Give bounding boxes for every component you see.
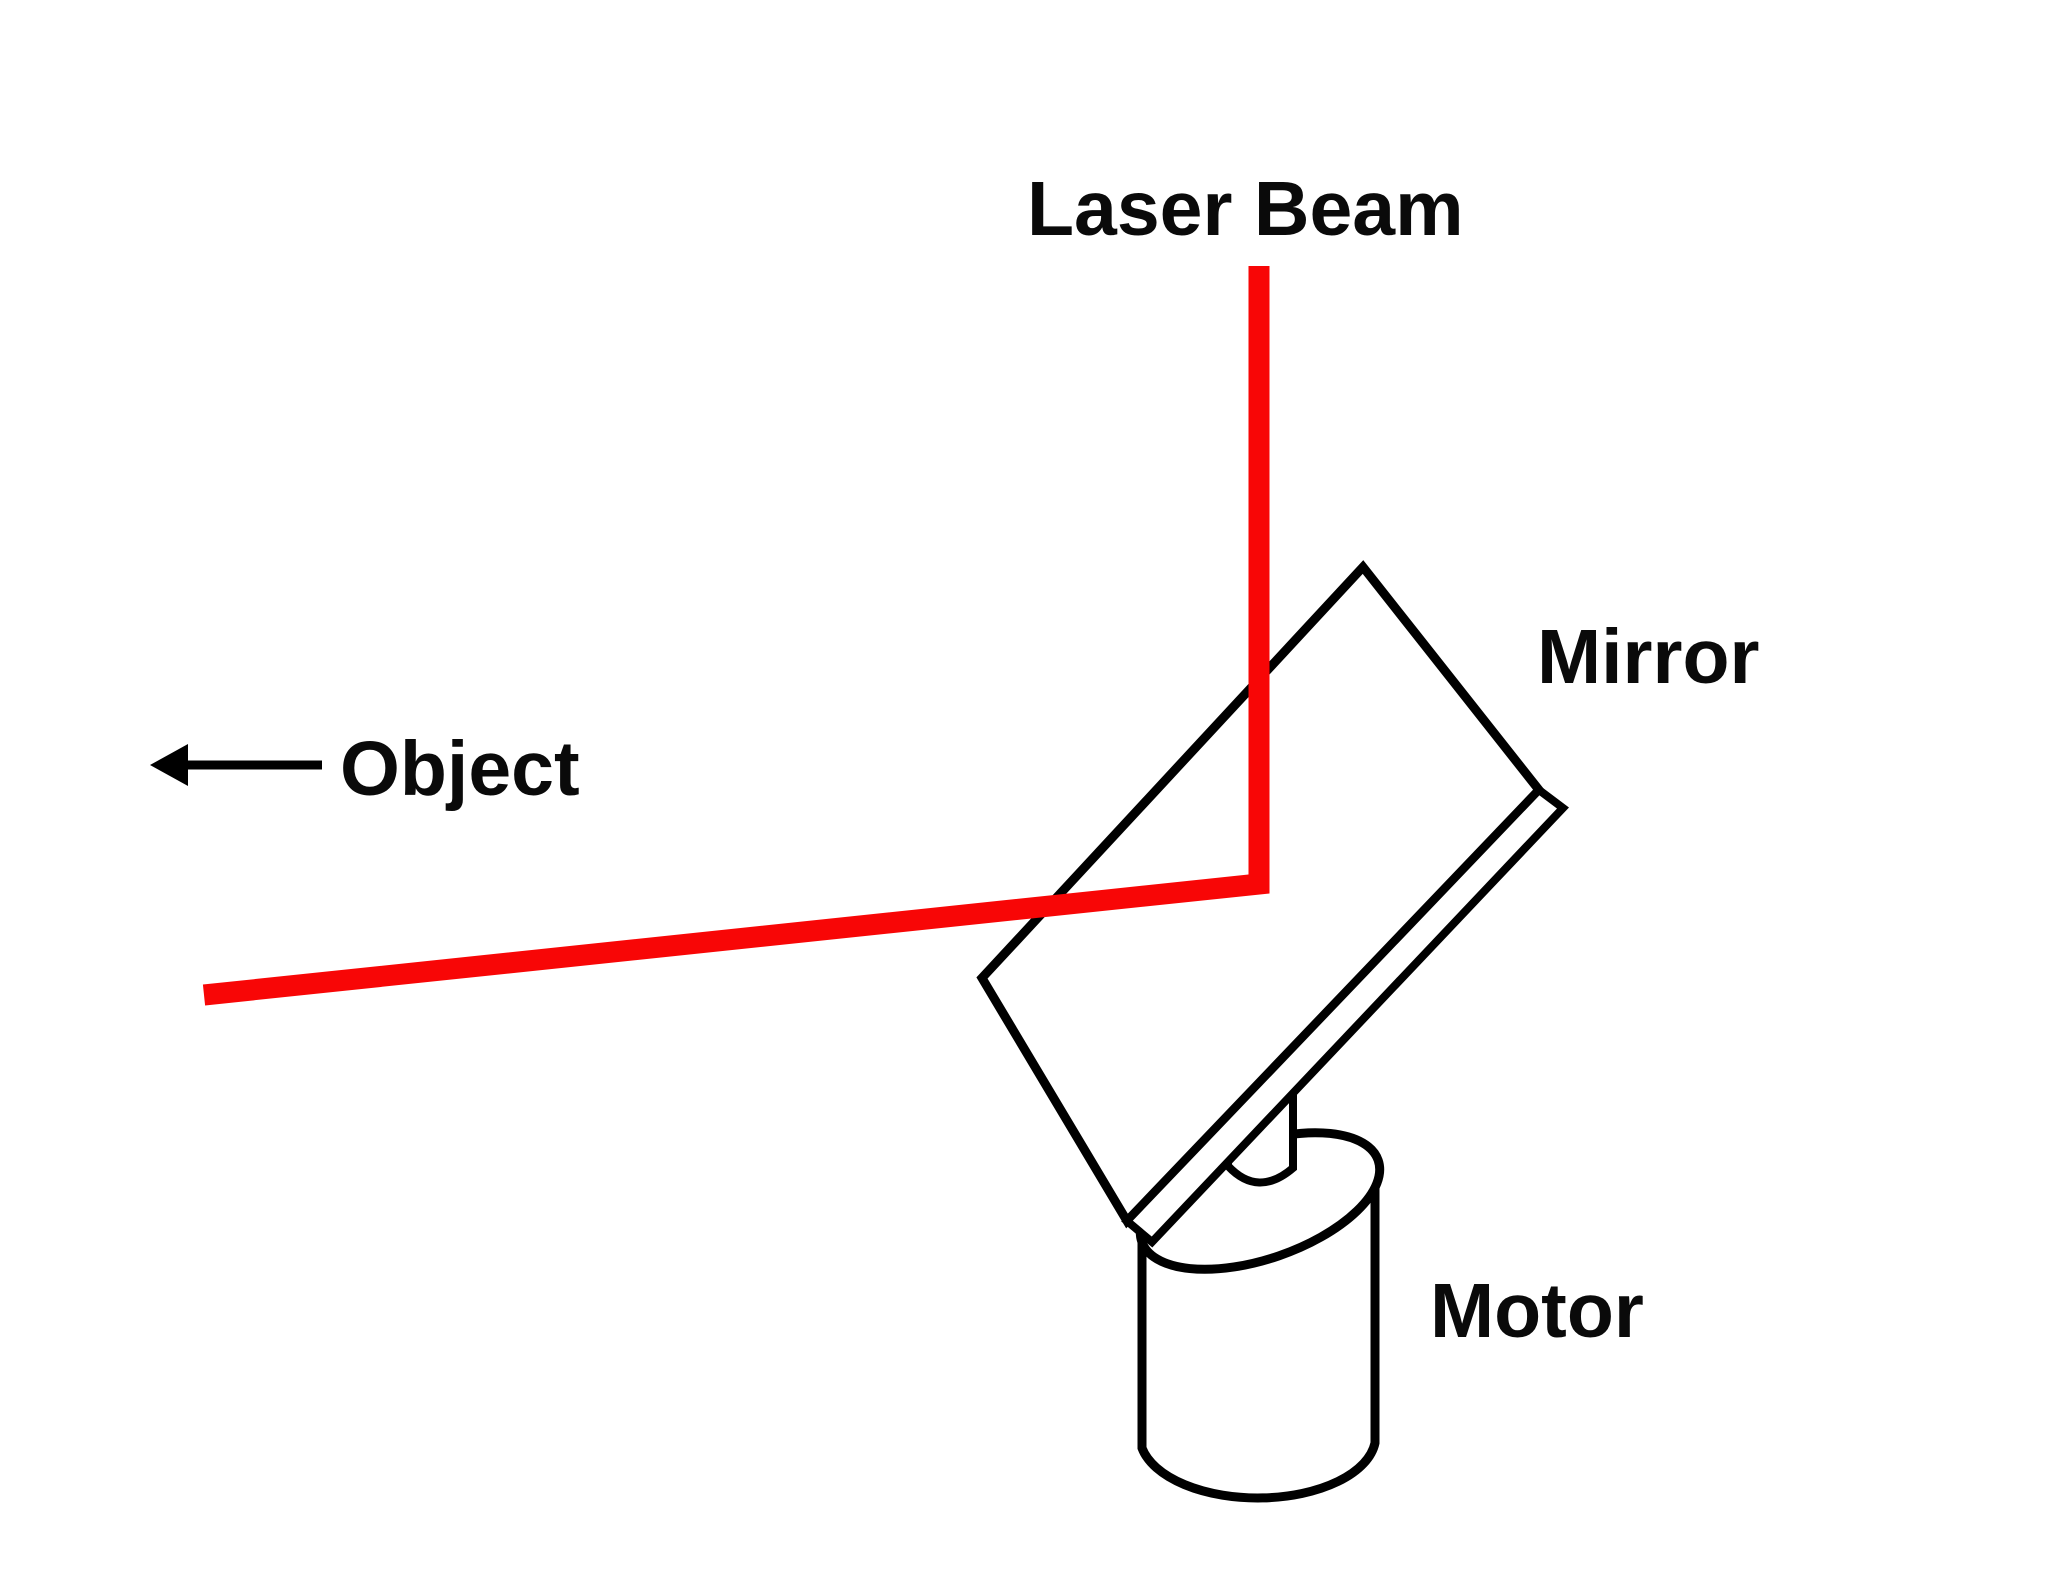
laser-beam-label: Laser Beam: [1027, 166, 1464, 252]
object-label: Object: [340, 726, 580, 812]
laser-beam-path: [202, 266, 1270, 1006]
object-arrow-head: [150, 744, 188, 786]
mirror-label: Mirror: [1537, 614, 1760, 700]
object-arrow-icon: [150, 744, 322, 786]
motor-label: Motor: [1430, 1268, 1644, 1354]
mirror-edge: [1121, 784, 1569, 1248]
